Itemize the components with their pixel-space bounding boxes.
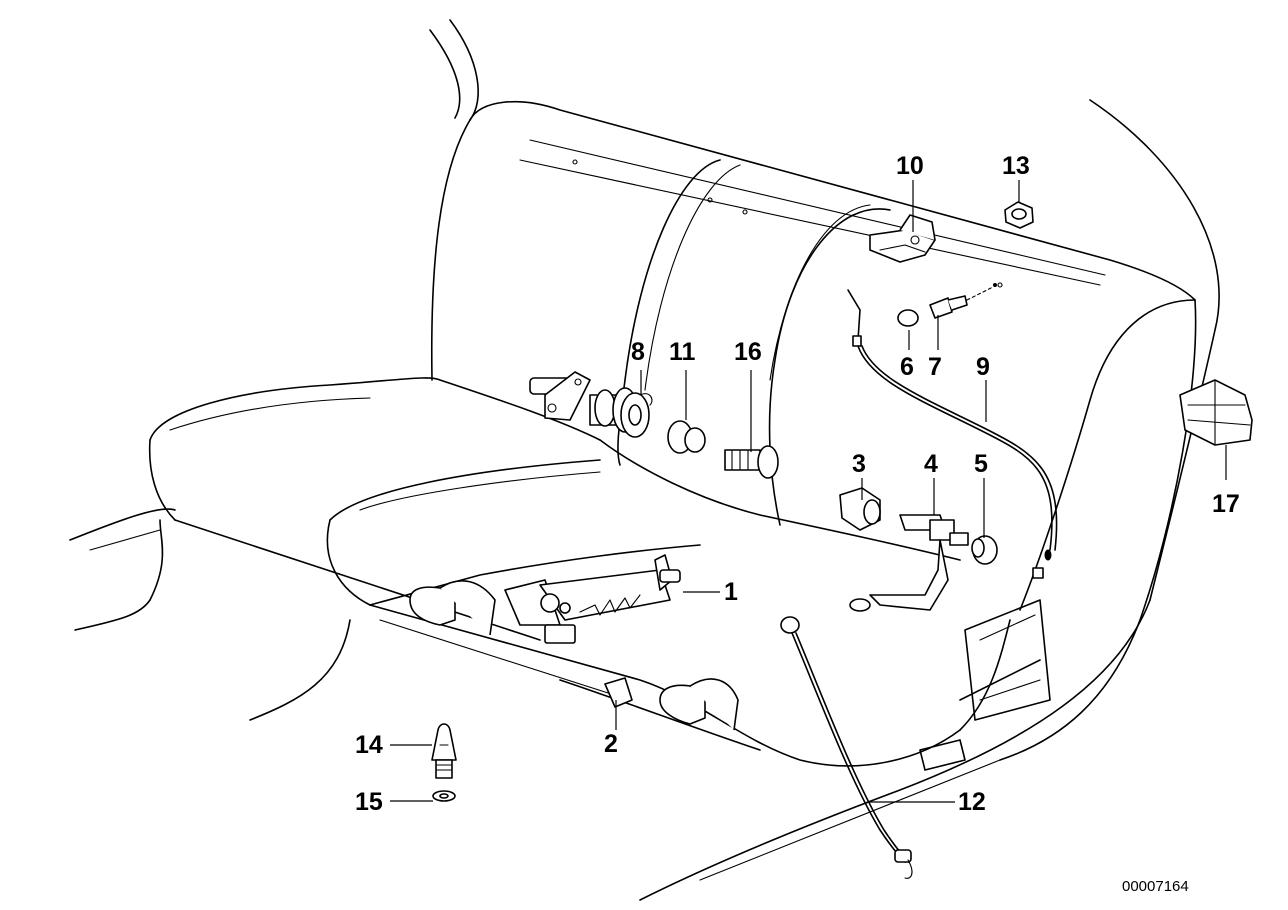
hinge-assembly <box>529 371 779 479</box>
cap-and-screw <box>897 283 997 327</box>
seat-strap <box>780 616 913 879</box>
callout-9: 9 <box>976 353 990 381</box>
callout-12: 12 <box>958 788 986 816</box>
callout-labels: 1 2 3 4 5 6 7 8 9 10 11 12 13 14 15 16 1… <box>355 152 1240 816</box>
callout-15: 15 <box>355 788 383 816</box>
callout-7: 7 <box>928 353 942 381</box>
callout-4: 4 <box>924 450 938 478</box>
side-bracket-part-17 <box>1179 379 1253 446</box>
seat-hinges <box>409 580 739 731</box>
callout-2: 2 <box>604 730 618 758</box>
diagram-reference-number: 00007164 <box>1122 878 1189 895</box>
spring-lever <box>504 554 681 644</box>
leader-lines <box>390 180 1227 803</box>
lock-mechanism <box>839 487 998 612</box>
callout-1: 1 <box>724 578 738 606</box>
callout-11: 11 <box>669 338 696 366</box>
callout-13: 13 <box>1002 152 1030 180</box>
callout-3: 3 <box>852 450 866 478</box>
bracket-part-10 <box>869 214 936 263</box>
callout-14: 14 <box>355 731 383 759</box>
seat-outline <box>69 19 1220 901</box>
callout-16: 16 <box>734 338 762 366</box>
callout-6: 6 <box>900 353 914 381</box>
callout-5: 5 <box>974 450 988 478</box>
callout-10: 10 <box>896 152 924 180</box>
stud-and-washer <box>431 723 457 802</box>
nut-part-13 <box>1004 201 1034 229</box>
release-cable <box>847 289 1058 579</box>
callout-17: 17 <box>1212 490 1240 518</box>
callout-8: 8 <box>631 338 645 366</box>
